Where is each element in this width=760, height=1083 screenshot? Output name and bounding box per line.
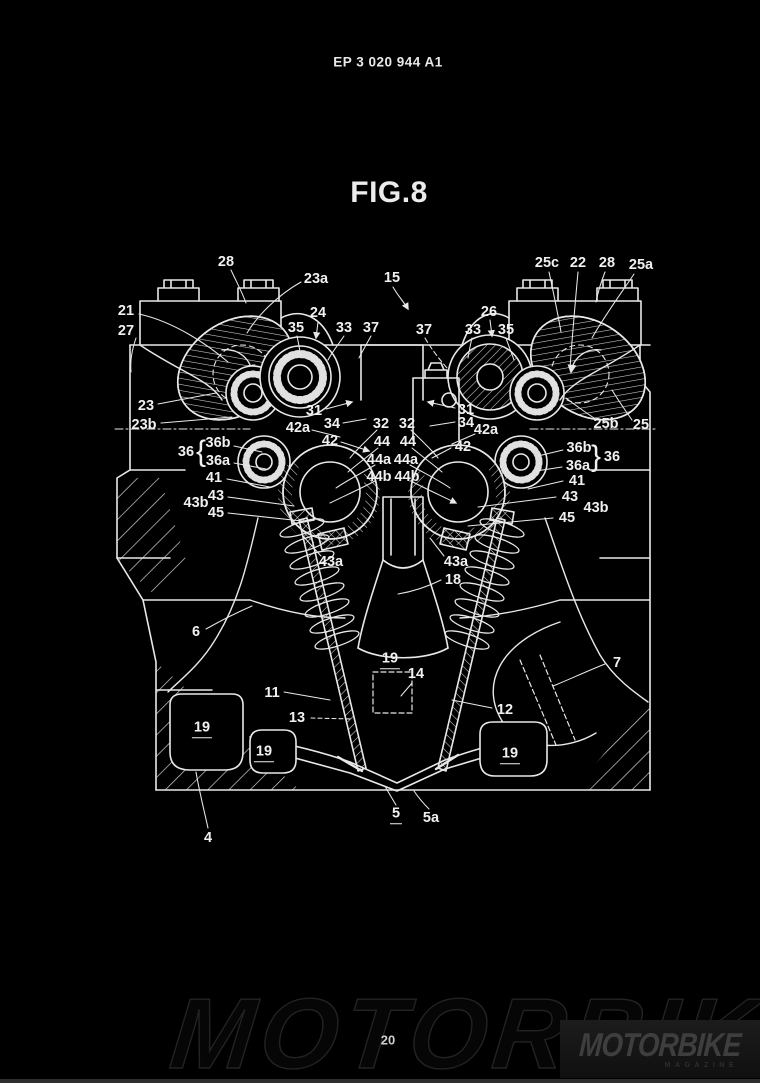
ref-label-37: 37 [415,321,433,338]
ref-label-7: 7 [612,654,622,671]
logo-title: MOTORBIKE [578,1026,742,1063]
ref-label-45: 45 [558,509,576,526]
ref-label-}: } [590,440,602,473]
ref-label-44a: 44a [393,451,419,468]
ref-label-31: 31 [305,402,323,419]
ref-label-28: 28 [598,254,616,271]
ref-label-41: 41 [205,469,223,486]
ref-label-23a: 23a [303,270,329,287]
dashed-details [372,654,576,746]
rocker-right [408,444,510,551]
ref-label-44b: 44b [394,468,420,485]
ref-label-42a: 42a [473,421,499,438]
ref-label-32: 32 [398,415,416,432]
ref-label-28: 28 [217,253,235,270]
ref-label-42a: 42a [285,419,311,436]
ref-label-45: 45 [207,504,225,521]
publication-number: EP 3 020 944 A1 [333,54,443,70]
ref-label-43a: 43a [443,553,469,570]
cam-cover-left [139,279,334,346]
leader-lines [130,269,635,829]
ref-label-11: 11 [264,684,280,701]
bearing-upper-right [509,365,565,421]
ref-label-6: 6 [191,623,201,640]
ref-label-33: 33 [464,321,482,338]
ref-label-5: 5 [389,806,403,824]
ref-label-14: 14 [407,665,425,682]
ref-label-34: 34 [457,414,475,431]
ref-label-24: 24 [309,304,327,321]
ref-label-19: 19 [379,651,401,669]
ref-label-42: 42 [454,438,472,455]
bearing-mid-right [494,435,548,489]
bottom-edge-line [0,1079,760,1083]
ref-label-36a: 36a [205,452,231,469]
ref-label-19: 19 [253,744,275,762]
ref-label-4: 4 [203,829,213,846]
page-number: 20 [380,1032,396,1048]
logo-subtitle: MAGAZINE [664,1062,738,1069]
ref-label-43: 43 [207,487,225,504]
cam-journal-left [259,336,341,418]
ref-label-35: 35 [287,319,305,336]
ref-label-22: 22 [569,254,587,271]
ref-label-18: 18 [444,571,462,588]
ref-label-43b: 43b [183,494,209,511]
ref-label-12: 12 [496,701,514,718]
ref-label-44a: 44a [366,451,392,468]
ref-label-36a: 36a [565,457,591,474]
ref-label-23b: 23b [131,416,157,433]
ref-label-27: 27 [117,322,135,339]
ref-label-25c: 25c [534,254,560,271]
ref-label-44: 44 [399,433,417,450]
ref-label-44: 44 [373,433,391,450]
ref-label-35: 35 [497,321,515,338]
ref-label-36: 36 [603,448,621,465]
ref-label-25a: 25a [628,256,654,273]
ref-label-43: 43 [561,488,579,505]
ref-label-42: 42 [321,432,339,449]
ref-label-25: 25 [632,416,650,433]
ref-label-33: 33 [335,319,353,336]
ref-label-21: 21 [117,302,135,319]
ref-label-31: 31 [457,401,475,418]
plug-tube [357,496,449,659]
ref-label-25b: 25b [593,415,619,432]
ref-label-36b: 36b [205,434,231,451]
bearing-mid-left [237,435,291,489]
magazine-logo: MOTORBIKE MAGAZINE [560,1020,760,1078]
ref-label-36b: 36b [566,439,592,456]
ref-label-44b: 44b [366,468,392,485]
coolant-passages [169,693,548,777]
ref-label-26: 26 [480,303,498,320]
ref-label-13: 13 [288,709,306,726]
ref-label-41: 41 [568,472,586,489]
ref-label-34: 34 [323,415,341,432]
ref-label-23: 23 [137,397,155,414]
ref-label-43b: 43b [583,499,609,516]
ref-label-36: 36 [177,443,195,460]
ref-label-19: 19 [499,746,521,764]
ref-label-19: 19 [191,720,213,738]
ref-label-5a: 5a [422,809,440,826]
figure-title: FIG.8 [350,176,428,209]
ref-label-43a: 43a [318,553,344,570]
ref-label-15: 15 [383,269,401,286]
ref-label-37: 37 [362,319,380,336]
ref-label-{: { [195,435,207,468]
ref-label-32: 32 [372,415,390,432]
spring-left [279,518,360,650]
